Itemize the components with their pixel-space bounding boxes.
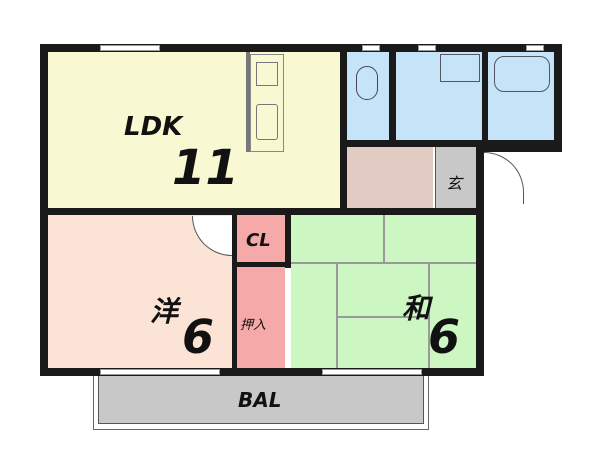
stove-icon <box>256 62 278 86</box>
washroom <box>396 52 482 140</box>
outer-wall <box>40 44 562 52</box>
window <box>100 369 220 375</box>
entrance <box>435 147 476 208</box>
wall <box>232 208 237 373</box>
wall <box>340 52 347 214</box>
ldk-label: LDK <box>124 112 183 142</box>
toilet-icon <box>356 66 378 100</box>
wall <box>246 52 250 152</box>
window <box>418 45 436 51</box>
wall <box>340 140 484 147</box>
oshiire-label: 押入 <box>240 318 267 333</box>
washbasin-icon <box>440 54 480 82</box>
outer-wall <box>484 140 562 152</box>
window <box>100 45 160 51</box>
western-room-size: 6 <box>182 310 215 364</box>
oshiire[interactable] <box>237 267 285 368</box>
japanese-room-size: 6 <box>428 310 461 364</box>
kitchen-counter <box>250 54 284 152</box>
entry-door[interactable] <box>484 152 524 204</box>
western-room-label: 洋 <box>150 295 179 328</box>
wall <box>232 262 290 267</box>
outer-wall <box>554 44 562 152</box>
wall <box>389 52 396 147</box>
japanese-room-label: 和 <box>402 292 431 325</box>
entrance-label: 玄 <box>446 174 463 193</box>
wall <box>482 52 488 142</box>
window <box>362 45 380 51</box>
wall <box>40 208 484 215</box>
window <box>322 369 422 375</box>
ldk <box>48 52 340 208</box>
ldk-size: 11 <box>172 140 239 196</box>
bathtub-icon <box>494 56 550 92</box>
outer-wall <box>476 140 484 376</box>
bath <box>488 52 554 140</box>
window <box>526 45 544 51</box>
hallway <box>347 147 433 208</box>
balcony-label: BAL <box>238 388 282 412</box>
closet-label: CL <box>246 230 271 251</box>
sink-icon <box>256 104 278 140</box>
outer-wall <box>40 368 484 376</box>
wall <box>285 208 291 268</box>
closet[interactable] <box>237 215 285 263</box>
